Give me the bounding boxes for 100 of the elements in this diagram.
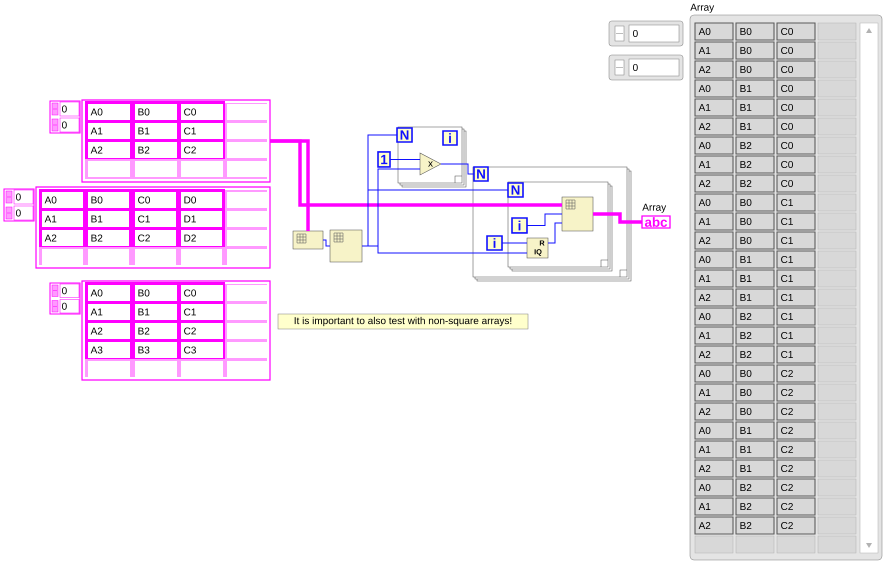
table-cell: A1	[694, 383, 734, 402]
table-cell: C0	[776, 41, 816, 60]
table-cell: A2	[694, 345, 734, 364]
table-cell: A1	[694, 440, 734, 459]
table-cell: B2	[735, 497, 775, 516]
comment-box: It is important to also test with non-square arrays!	[278, 314, 528, 330]
table-cell: B0	[735, 231, 775, 250]
table-cell: B3	[135, 342, 177, 358]
table-cell: C2	[776, 478, 816, 497]
table-cell: C0	[135, 192, 176, 208]
table-cell: C2	[776, 402, 816, 421]
table-cell: A1	[88, 304, 130, 320]
table-cell: A0	[694, 307, 734, 326]
table-cell: B1	[735, 440, 775, 459]
table-cell: B0	[735, 60, 775, 79]
table-cell: A2	[694, 516, 734, 535]
array-constant	[81, 99, 271, 183]
table-cell: C2	[776, 497, 816, 516]
table-cell: B0	[735, 22, 775, 41]
table-cell: B1	[735, 79, 775, 98]
table-cell: A1	[694, 269, 734, 288]
table-cell: B1	[735, 117, 775, 136]
table-cell: B0	[135, 285, 177, 301]
table-cell: C1	[776, 307, 816, 326]
numeric-control: 0	[608, 54, 684, 80]
wire	[322, 240, 330, 246]
wire	[548, 222, 562, 244]
table-cell: B1	[135, 304, 177, 320]
table-cell: C2	[776, 421, 816, 440]
table-cell: C2	[776, 383, 816, 402]
table-cell: C1	[135, 211, 176, 227]
table-cell: A0	[694, 136, 734, 155]
wire	[362, 246, 528, 254]
table-cell: B2	[135, 142, 177, 158]
table-cell: B0	[735, 212, 775, 231]
table-cell: C2	[776, 516, 816, 535]
table-cell: C1	[776, 193, 816, 212]
table-cell: C1	[776, 288, 816, 307]
function-node	[562, 196, 594, 232]
array-indicator: abc	[641, 215, 671, 229]
table-cell: A1	[88, 123, 130, 139]
table-cell: B2	[735, 516, 775, 535]
table-cell: A3	[88, 342, 130, 358]
table-cell: A1	[694, 155, 734, 174]
table-cell: B1	[135, 123, 177, 139]
table-cell: C2	[181, 142, 223, 158]
table-cell: A1	[694, 212, 734, 231]
table-cell: C0	[776, 98, 816, 117]
wire	[390, 159, 421, 160]
table-cell: A0	[42, 192, 83, 208]
table-cell: A0	[88, 104, 130, 120]
table-cell: B1	[735, 288, 775, 307]
table-cell: A2	[694, 402, 734, 421]
table-cell: C0	[776, 79, 816, 98]
table-cell: C1	[776, 250, 816, 269]
table-cell: C0	[776, 22, 816, 41]
wire	[270, 139, 562, 207]
table-cell: A0	[694, 364, 734, 383]
table-cell: A2	[694, 174, 734, 193]
table-cell: B2	[735, 155, 775, 174]
index-display	[49, 282, 81, 315]
loop-terminal: N	[396, 127, 413, 143]
array-label: Array	[690, 4, 714, 13]
table-cell: A2	[88, 323, 130, 339]
table-cell: B0	[135, 104, 177, 120]
table-cell: A2	[694, 288, 734, 307]
table-cell: A2	[42, 230, 83, 246]
table-cell: B1	[735, 269, 775, 288]
index-display	[49, 100, 81, 134]
index-field: 0	[60, 299, 80, 314]
table-cell: C0	[776, 136, 816, 155]
table-cell: B2	[735, 326, 775, 345]
index-field: 0	[14, 190, 34, 204]
wire	[593, 212, 642, 224]
table-cell: C1	[776, 345, 816, 364]
loop-terminal: i	[442, 130, 458, 146]
table-cell: C2	[776, 440, 816, 459]
table-cell: C3	[181, 342, 223, 358]
table-cell: B1	[735, 421, 775, 440]
table-cell: C1	[776, 269, 816, 288]
array-constant	[81, 280, 271, 381]
table-cell: A2	[694, 117, 734, 136]
index-field: 0	[14, 206, 34, 220]
loop-terminal: N	[507, 182, 524, 198]
table-cell: D1	[181, 211, 222, 227]
table-cell: C1	[776, 326, 816, 345]
table-cell: B2	[735, 307, 775, 326]
table-cell: B1	[735, 250, 775, 269]
table-cell: C2	[776, 459, 816, 478]
wire	[440, 164, 474, 174]
table-cell: A1	[694, 41, 734, 60]
index-display	[3, 188, 35, 222]
table-cell: A0	[88, 285, 130, 301]
table-cell: B2	[735, 174, 775, 193]
wire	[526, 214, 562, 226]
loop-terminal: 1	[377, 151, 391, 168]
loop-terminal: i	[486, 235, 503, 251]
table-cell: B2	[735, 478, 775, 497]
table-cell: A0	[694, 22, 734, 41]
table-cell: B2	[135, 323, 177, 339]
